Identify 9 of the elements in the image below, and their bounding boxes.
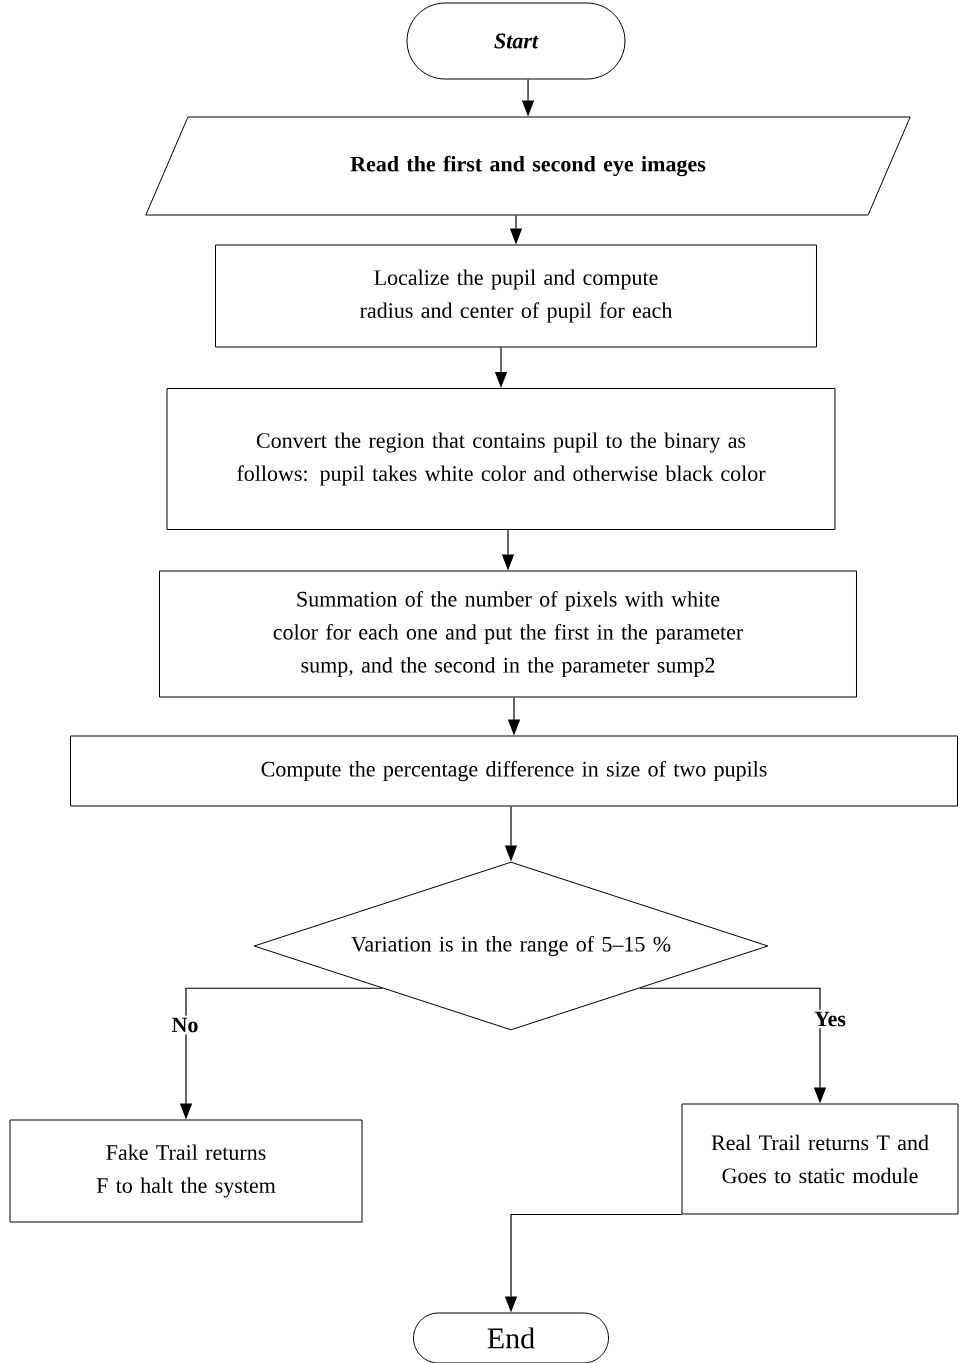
edge-label: No (169, 1015, 201, 1035)
process-box: Convert the region that contains pupil to the binary as follows: pupil takes white color and otherwise black color (166, 388, 836, 530)
input-parallelogram: Read the first and second eye images (145, 116, 911, 216)
process-box: Fake Trail returns F to halt the system (9, 1119, 363, 1223)
process-box: Localize the pupil and compute radius and center of pupil for each (215, 244, 817, 348)
process-box: Real Trail returns T and Goes to static module (681, 1103, 959, 1215)
process-box: Compute the percentage difference in size of two pupils (70, 735, 958, 807)
edge-label: Yes (812, 1009, 848, 1029)
process-box: Summation of the number of pixels with white color for each one and put the first in the parameter sump, and the second in the parameter sump2 (159, 570, 857, 698)
